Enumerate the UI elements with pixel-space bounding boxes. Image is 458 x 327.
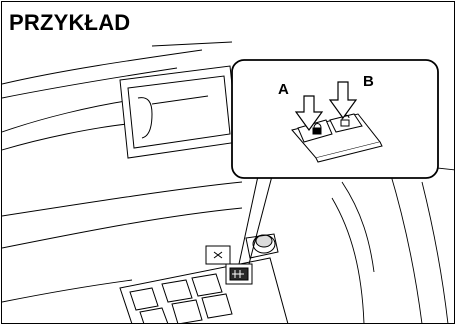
callout-label-b: B [363,73,374,90]
power-window-switch-panel [120,258,288,324]
illustration-frame: A B PRZYKŁAD [1,1,455,324]
example-label: PRZYKŁAD [9,12,130,34]
mirror-control-knob [246,234,278,258]
door-handle-recess [120,66,238,158]
door-panel-illustration: A B [2,2,455,324]
callout-label-a: A [278,81,289,98]
